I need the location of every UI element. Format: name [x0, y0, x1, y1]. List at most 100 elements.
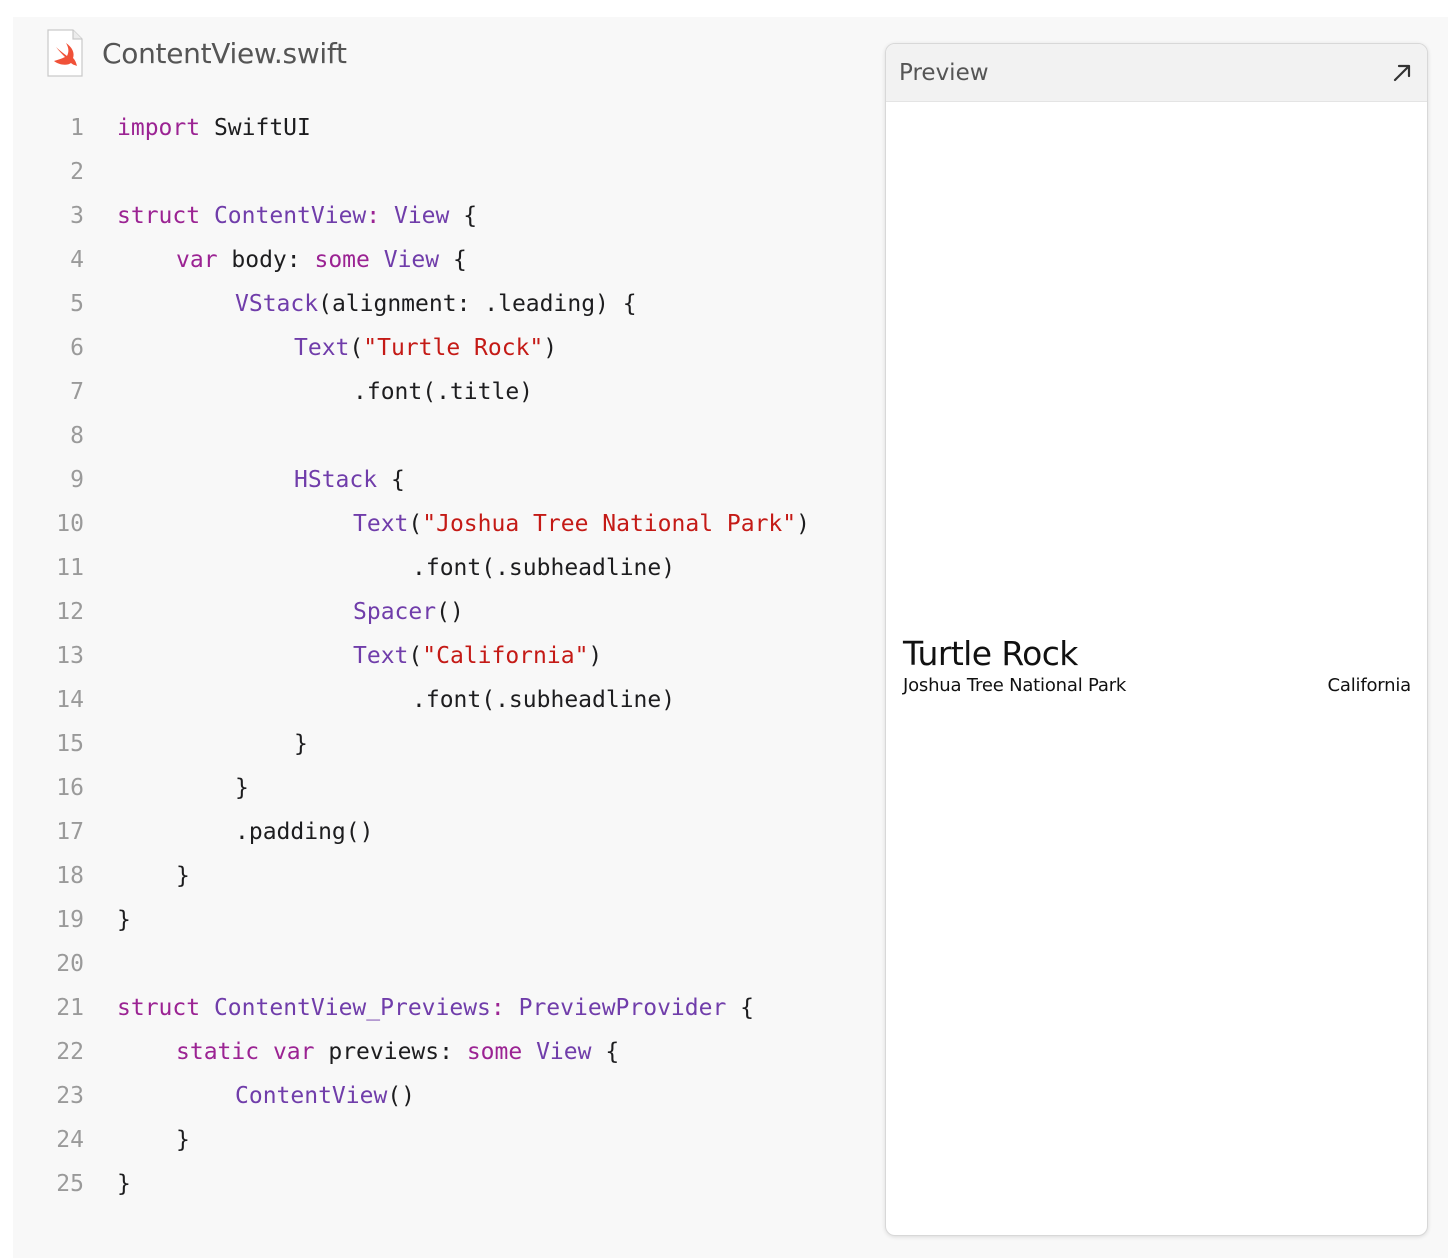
line-code: HStack {	[294, 458, 405, 502]
code-token	[200, 203, 214, 229]
code-token: )	[796, 511, 810, 537]
code-token: Text	[353, 643, 409, 669]
code-token: View	[383, 247, 440, 273]
line-number: 21	[56, 995, 84, 1021]
line-number: 23	[56, 1083, 84, 1109]
preview-place-title: Turtle Rock	[903, 634, 1078, 673]
code-token: )	[588, 643, 603, 669]
code-token: )	[543, 335, 558, 361]
code-token: ()	[436, 599, 464, 625]
code-token: .padding()	[235, 819, 374, 845]
code-token: "California"	[422, 643, 589, 669]
line-number: 19	[56, 907, 84, 933]
code-token: .font(.subheadline)	[412, 687, 676, 713]
code-token: {	[377, 467, 405, 493]
code-token: .font(.title)	[353, 379, 534, 405]
code-token: "Joshua Tree National Park"	[422, 511, 797, 537]
line-code: .padding()	[235, 810, 373, 854]
code-token: previews:	[314, 1039, 467, 1065]
code-token: {	[439, 247, 467, 273]
line-code: }	[117, 1162, 131, 1206]
code-token: (	[349, 335, 364, 361]
code-token: }	[294, 731, 308, 757]
code-token: Text	[353, 511, 409, 537]
code-token: struct	[117, 203, 201, 229]
line-code: Spacer()	[353, 590, 464, 634]
code-token: {	[591, 1039, 620, 1065]
code-token: VStack	[235, 291, 319, 317]
line-number: 18	[56, 863, 84, 889]
preview-title: Preview	[899, 59, 989, 86]
preview-state-name: California	[1327, 675, 1412, 696]
line-code: .font(.title)	[353, 370, 533, 414]
code-token: :	[490, 995, 519, 1021]
code-token: Spacer	[353, 599, 437, 625]
preview-panel: Preview Turtle Rock Joshua Tree National…	[885, 43, 1428, 1236]
code-token: View	[536, 1039, 592, 1065]
code-token: (	[408, 511, 423, 537]
preview-subtitle-row: Joshua Tree National Park California	[903, 674, 1411, 698]
line-code: var body: some View {	[176, 238, 467, 282]
code-token: static	[176, 1039, 260, 1065]
code-token: :	[366, 203, 394, 229]
code-token: {	[449, 203, 478, 229]
line-code: Text("California")	[353, 634, 602, 678]
expand-arrow-icon[interactable]	[1391, 62, 1413, 84]
code-token: }	[117, 1171, 131, 1197]
line-number: 20	[56, 951, 84, 977]
line-code: }	[176, 1118, 190, 1162]
code-token: var	[176, 247, 218, 273]
line-code: struct ContentView: View {	[117, 194, 477, 238]
code-token: }	[235, 775, 249, 801]
line-code: }	[176, 854, 190, 898]
code-token: View	[393, 203, 450, 229]
preview-park-name: Joshua Tree National Park	[903, 675, 1127, 696]
preview-header: Preview	[886, 44, 1427, 102]
line-code: static var previews: some View {	[176, 1030, 619, 1074]
line-number: 6	[70, 335, 84, 361]
code-token: struct	[117, 995, 201, 1021]
code-token: import	[117, 115, 201, 141]
line-code: Text("Joshua Tree National Park")	[353, 502, 810, 546]
file-name: ContentView.swift	[102, 36, 347, 70]
line-code: struct ContentView_Previews: PreviewProv…	[117, 986, 754, 1030]
line-number: 17	[56, 819, 84, 845]
code-token: PreviewProvider	[518, 995, 727, 1021]
code-token: }	[117, 907, 131, 933]
line-number: 16	[56, 775, 84, 801]
line-number: 14	[56, 687, 84, 713]
code-token: .font(.subheadline)	[412, 555, 676, 581]
line-number: 4	[70, 247, 84, 273]
line-code: }	[235, 766, 249, 810]
code-token: body:	[217, 247, 315, 273]
line-code: .font(.subheadline)	[412, 546, 675, 590]
code-token: }	[176, 863, 190, 889]
line-number: 15	[56, 731, 84, 757]
line-number: 11	[56, 555, 84, 581]
code-token: Text	[294, 335, 350, 361]
line-number: 5	[70, 291, 84, 317]
line-number: 9	[70, 467, 84, 493]
preview-content: Turtle Rock Joshua Tree National Park Ca…	[903, 634, 1411, 698]
file-header: ContentView.swift	[46, 27, 347, 79]
swift-file-icon	[46, 29, 84, 77]
code-token: "Turtle Rock"	[363, 335, 544, 361]
code-token: var	[272, 1039, 315, 1065]
line-number: 2	[70, 159, 84, 185]
line-code: VStack(alignment: .leading) {	[235, 282, 637, 326]
code-token	[370, 247, 384, 273]
line-code: }	[117, 898, 131, 942]
code-token: ContentView_Previews	[213, 995, 491, 1021]
line-number: 3	[70, 203, 84, 229]
code-token	[522, 1039, 536, 1065]
code-token	[200, 995, 214, 1021]
line-number: 7	[70, 379, 84, 405]
line-code: ContentView()	[235, 1074, 415, 1118]
code-token: SwiftUI	[200, 115, 311, 141]
line-code: Text("Turtle Rock")	[294, 326, 557, 370]
code-token: some	[466, 1039, 523, 1065]
line-code: }	[294, 722, 308, 766]
line-number: 1	[70, 115, 84, 141]
line-number: 13	[56, 643, 84, 669]
